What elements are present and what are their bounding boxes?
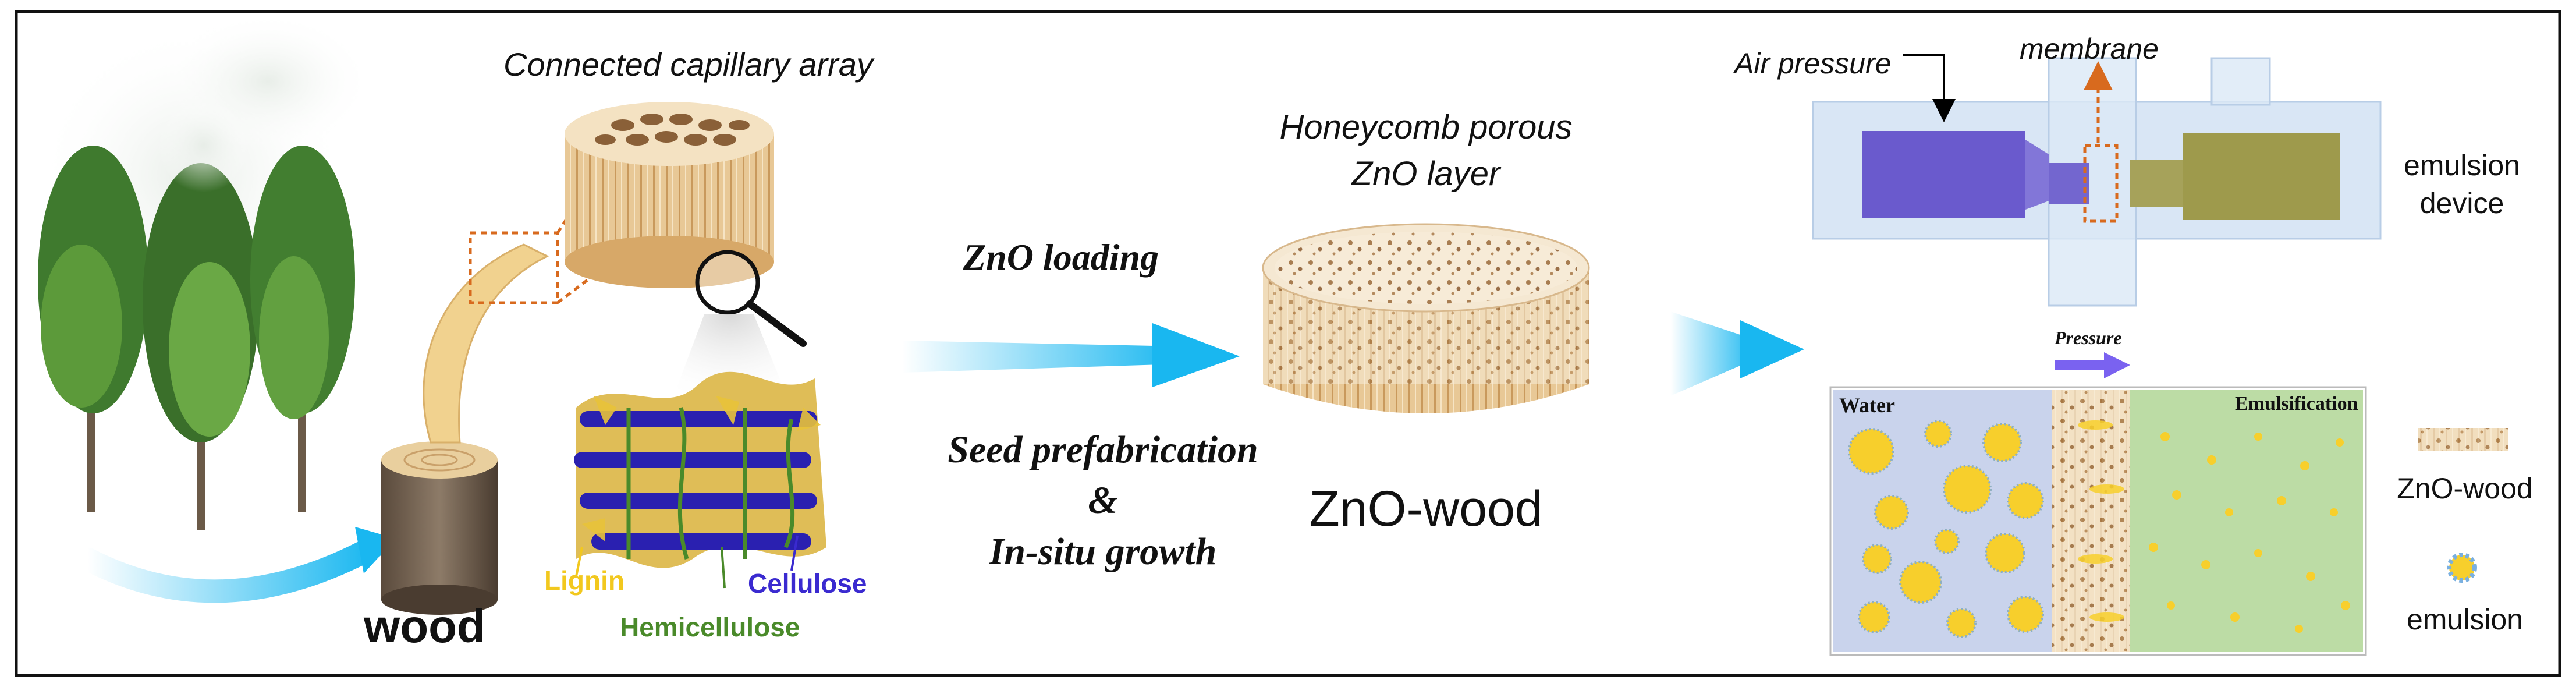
label-pressure: Pressure [2055, 327, 2122, 348]
outer-frame [15, 10, 2561, 677]
label-ampersand: & [1088, 479, 1118, 522]
water-droplets [1848, 420, 2044, 638]
legend-emulsion-swatch [2447, 553, 2477, 583]
legend-zno-wood-swatch [2418, 428, 2508, 451]
label-wood: wood [364, 600, 485, 652]
label-cellulose: Cellulose [748, 568, 867, 599]
label-zno-loading: ZnO loading [963, 236, 1159, 278]
magnifier-icon [695, 250, 807, 347]
zoom-box [469, 231, 559, 304]
label-honeycomb-line2: ZnO layer [1351, 155, 1500, 193]
wood-fiber-strand [423, 243, 549, 444]
curved-arrow-to-wood [76, 536, 384, 603]
emulsion-droplets [2149, 432, 2350, 633]
forest-illustration [35, 12, 372, 530]
label-emulsification: Emulsification [2235, 393, 2358, 415]
label-zno-wood-center: ZnO-wood [1309, 481, 1543, 537]
pressure-arrow [2055, 352, 2130, 378]
label-lignin: Lignin [544, 565, 625, 596]
label-connected-capillary-array: Connected capillary array [503, 46, 873, 83]
process-arrow-device [1670, 311, 1804, 396]
process-arrow-zno [902, 323, 1240, 387]
label-hemicellulose: Hemicellulose [620, 612, 800, 642]
label-water: Water [1839, 394, 1895, 417]
label-membrane: membrane [2020, 33, 2159, 65]
label-emulsion-device-line1: emulsion [2403, 149, 2521, 182]
label-seed-prefabrication: Seed prefabrication [948, 429, 1258, 471]
legend-label-emulsion: emulsion [2406, 603, 2524, 636]
label-emulsion-device-line2: device [2419, 187, 2504, 219]
molecular-structure [574, 371, 826, 589]
label-air-pressure: Air pressure [1734, 47, 1892, 80]
capillary-array-block [565, 102, 774, 288]
air-pressure-pointer [1903, 54, 1956, 122]
label-in-situ-growth: In-situ growth [989, 530, 1217, 573]
emulsification-panel [1829, 386, 2367, 656]
legend-label-zno-wood: ZnO-wood [2397, 472, 2533, 505]
membrane-highlight [2083, 144, 2119, 223]
zno-wood-cylinder [1262, 223, 1590, 413]
emulsion-device [1812, 54, 2382, 307]
wood-stump-illustration [381, 441, 498, 615]
label-honeycomb-line1: Honeycomb porous [1279, 108, 1573, 146]
